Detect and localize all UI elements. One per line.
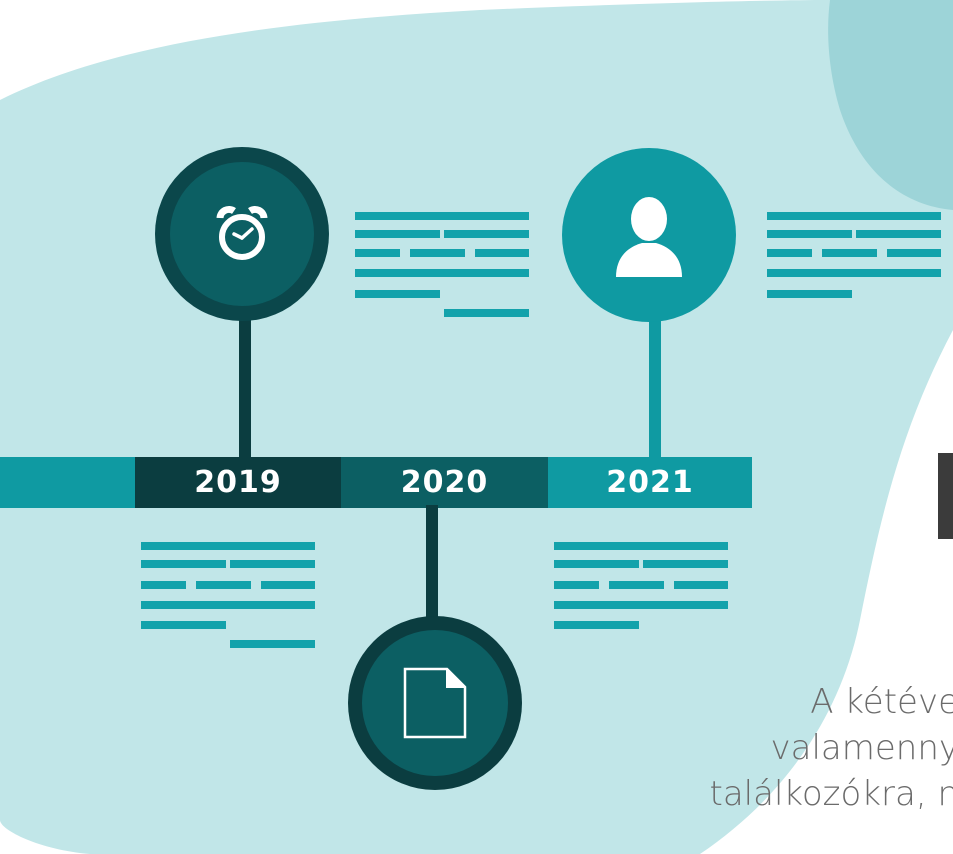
placeholder-line	[822, 249, 877, 257]
placeholder-line	[767, 230, 852, 238]
background-accent-blob	[828, 0, 953, 210]
body-text-line-1: A kétéve	[810, 682, 953, 722]
placeholder-line	[887, 249, 941, 257]
placeholder-line	[141, 581, 186, 589]
placeholder-line	[355, 290, 440, 298]
person-icon	[616, 197, 682, 277]
placeholder-text-2021-top	[767, 212, 941, 302]
placeholder-line	[767, 249, 812, 257]
placeholder-text-2019-top	[355, 212, 529, 322]
placeholder-line	[444, 230, 529, 238]
body-text-line-3: találkozókra, n	[709, 774, 953, 814]
placeholder-text-2021-bottom	[554, 542, 728, 632]
year-2020-label: 2020	[400, 465, 489, 500]
placeholder-text-2019-bottom	[141, 542, 315, 652]
document-icon	[403, 667, 467, 739]
placeholder-line	[554, 621, 639, 629]
milestone-2021	[562, 148, 736, 322]
placeholder-line	[196, 581, 251, 589]
placeholder-line	[444, 309, 529, 317]
placeholder-line	[554, 560, 639, 568]
stem-2019	[239, 315, 251, 460]
placeholder-line	[355, 269, 529, 277]
milestone-2020	[348, 616, 522, 790]
stem-2020	[426, 505, 438, 635]
body-text-line-2: valamenny	[770, 728, 953, 768]
stem-2021	[649, 305, 661, 460]
year-2020: 2020	[341, 457, 548, 508]
placeholder-line	[355, 212, 529, 220]
placeholder-line	[767, 269, 941, 277]
placeholder-line	[230, 640, 315, 648]
milestone-2020-inner	[362, 630, 508, 776]
placeholder-line	[261, 581, 315, 589]
year-2021-label: 2021	[606, 465, 694, 500]
placeholder-line	[355, 230, 440, 238]
placeholder-line	[767, 290, 852, 298]
placeholder-line	[856, 230, 941, 238]
placeholder-line	[141, 542, 315, 550]
placeholder-line	[643, 560, 728, 568]
placeholder-line	[554, 581, 599, 589]
milestone-2019-inner	[170, 162, 314, 306]
year-2019-label: 2019	[194, 465, 282, 500]
placeholder-line	[554, 542, 728, 550]
placeholder-line	[230, 560, 315, 568]
title-block	[938, 453, 953, 539]
placeholder-line	[475, 249, 529, 257]
alarm-clock-icon	[216, 206, 268, 260]
placeholder-line	[674, 581, 728, 589]
placeholder-line	[767, 212, 941, 220]
placeholder-line	[609, 581, 664, 589]
placeholder-line	[141, 621, 226, 629]
year-2021: 2021	[548, 457, 752, 508]
placeholder-line	[410, 249, 465, 257]
year-2019: 2019	[135, 457, 341, 508]
placeholder-line	[554, 601, 728, 609]
milestone-2019	[155, 147, 329, 321]
placeholder-line	[141, 601, 315, 609]
timeline-bar-left	[0, 457, 135, 508]
placeholder-line	[355, 249, 400, 257]
placeholder-line	[141, 560, 226, 568]
